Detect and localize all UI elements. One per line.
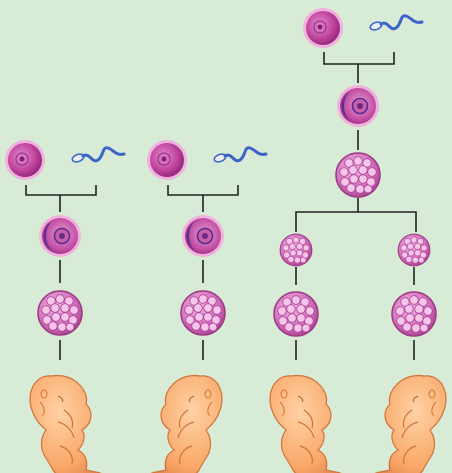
sperm-cell-icon	[71, 148, 124, 164]
connector-line	[296, 340, 414, 360]
fetus-icon	[270, 375, 344, 473]
sperm-cell-icon	[369, 16, 422, 32]
morula-icon	[398, 234, 430, 266]
fetus-icon	[148, 375, 222, 473]
morula-icon	[280, 234, 312, 266]
morula-icon	[336, 153, 380, 197]
egg-cell-icon	[5, 140, 45, 180]
morula-icon	[181, 291, 225, 335]
fertilization-bracket	[168, 185, 238, 212]
fetus-icon	[372, 375, 446, 473]
connector-line	[296, 267, 414, 285]
morula-icon	[38, 291, 82, 335]
morula-icon	[392, 292, 436, 336]
fetus-icon	[30, 375, 104, 473]
egg-cell-icon	[147, 140, 187, 180]
sperm-cell-icon	[213, 148, 266, 164]
zygote-icon	[182, 215, 224, 257]
egg-cell-icon	[303, 8, 343, 48]
morula-icon	[274, 292, 318, 336]
split-bracket	[296, 198, 416, 232]
zygote-icon	[337, 85, 379, 127]
zygote-icon	[39, 215, 81, 257]
fertilization-bracket	[26, 185, 96, 212]
diagram-marks	[5, 8, 446, 473]
fertilization-bracket	[324, 52, 394, 83]
